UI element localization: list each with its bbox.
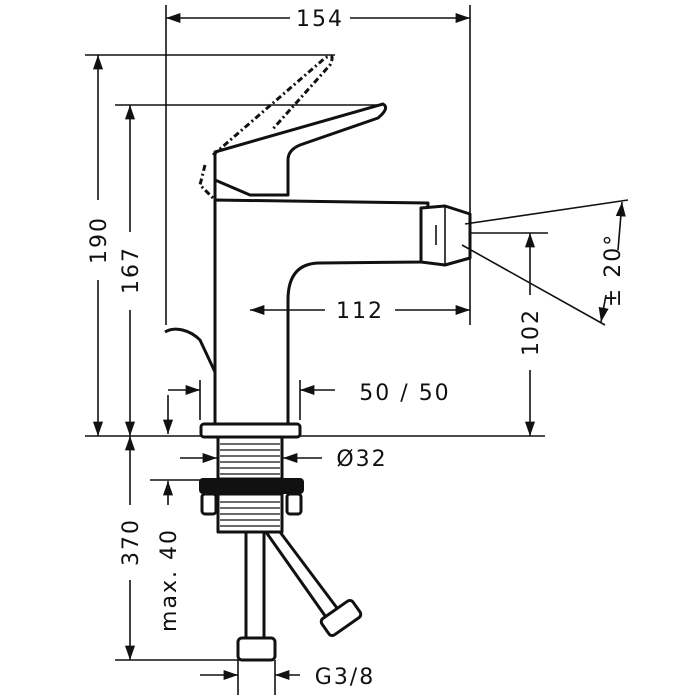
hose-connector-angled — [319, 598, 363, 638]
base-plate — [199, 422, 302, 439]
faucet-outline — [164, 54, 472, 439]
dim-label-diameter: Ø32 — [336, 447, 387, 472]
handle — [213, 102, 388, 200]
fixing-nut — [199, 478, 304, 494]
dim-label-112: 112 — [336, 299, 384, 324]
faucet-body — [213, 198, 430, 427]
dimension-max-40: max. 40 — [157, 481, 182, 632]
dimension-190: 190 — [87, 55, 112, 436]
dimension-g3-8: G3/8 — [200, 665, 375, 690]
threaded-shank — [216, 435, 284, 481]
dimension-370: 370 — [119, 436, 144, 660]
mounting-set — [199, 435, 363, 662]
supply-hose-angled — [264, 530, 342, 622]
dimension-50-50: 50 / 50 — [162, 381, 450, 434]
hose-connector — [236, 636, 277, 662]
dim-label-167: 167 — [119, 246, 144, 294]
dimension-diameter-32: Ø32 — [180, 447, 387, 472]
dim-label-370: 370 — [119, 518, 144, 566]
dimension-154: 154 — [166, 7, 470, 32]
dim-label-190: 190 — [87, 216, 112, 264]
dim-label-max-40: max. 40 — [157, 528, 182, 632]
pop-up-lever — [164, 327, 217, 373]
dim-label-102: 102 — [519, 308, 544, 356]
dimension-112: 112 — [249, 299, 470, 324]
dimension-angle: ± 20° — [461, 199, 629, 326]
dim-label-50-50: 50 / 50 — [359, 381, 450, 406]
dim-label-thread: G3/8 — [315, 665, 375, 690]
handle-open-position — [198, 54, 334, 202]
dimension-167: 167 — [119, 105, 144, 436]
dimension-102: 102 — [519, 233, 544, 436]
dim-label-angle: ± 20° — [601, 233, 626, 307]
supply-hose-straight — [244, 530, 266, 642]
dim-label-154: 154 — [296, 7, 344, 32]
